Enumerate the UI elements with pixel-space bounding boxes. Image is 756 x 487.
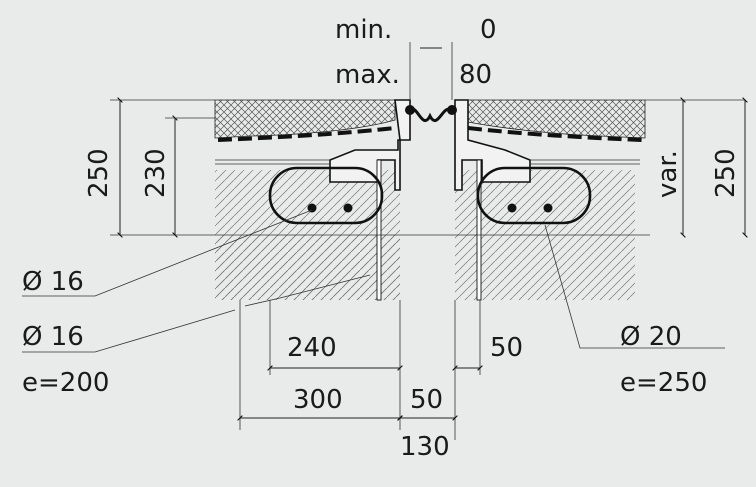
max-label: max. bbox=[335, 60, 400, 90]
rubber-seal bbox=[405, 105, 457, 123]
membrane-right bbox=[467, 126, 643, 142]
dim-overall: 130 bbox=[400, 432, 450, 462]
bar-right-1 bbox=[507, 203, 517, 213]
left-total-height: 250 bbox=[84, 148, 114, 198]
dim-gap: 50 bbox=[410, 385, 443, 415]
dim-anchor-left: 240 bbox=[287, 333, 337, 363]
surfacing-left bbox=[214, 99, 396, 139]
surfacing-right bbox=[467, 99, 646, 139]
right-variable: var. bbox=[653, 150, 683, 198]
callout-stirrup-left-spacing: e=200 bbox=[22, 368, 109, 398]
leader-bar-right bbox=[544, 224, 725, 349]
min-label: min. bbox=[335, 15, 392, 45]
bar-left-1 bbox=[307, 203, 317, 213]
callout-stirrup-left: Ø 16 bbox=[22, 322, 84, 352]
right-total-height: 250 bbox=[711, 148, 741, 198]
min-value: 0 bbox=[480, 15, 497, 45]
leader-bar-left bbox=[22, 209, 313, 297]
left-slab-height: 230 bbox=[141, 148, 171, 198]
bar-right-2 bbox=[543, 203, 553, 213]
bar-left-2 bbox=[343, 203, 353, 213]
max-value: 80 bbox=[459, 60, 492, 90]
loop-rebar-right bbox=[476, 166, 592, 225]
callout-bar-left: Ø 16 bbox=[22, 267, 84, 297]
membrane-left bbox=[217, 126, 396, 142]
dim-block-left: 300 bbox=[293, 385, 343, 415]
loop-rebar-left bbox=[268, 166, 384, 225]
dim-anchor-right: 50 bbox=[490, 333, 523, 363]
callout-bar-right: Ø 20 bbox=[620, 322, 682, 352]
callout-bar-right-spacing: e=250 bbox=[620, 368, 707, 398]
leader-stirrup-left bbox=[22, 274, 371, 353]
